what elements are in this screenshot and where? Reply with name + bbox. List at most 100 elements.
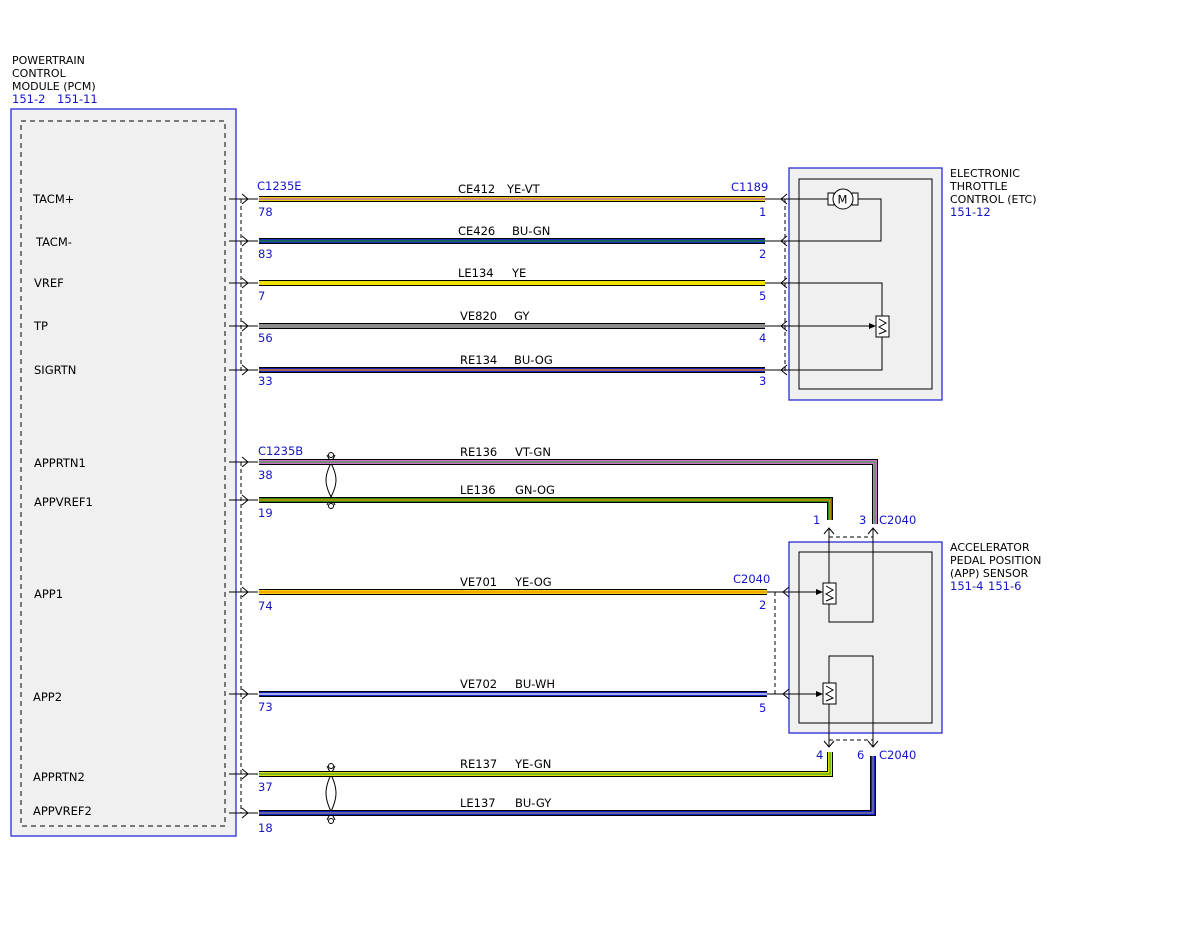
end-pin-number: 5 [759, 289, 766, 303]
etc-ref: 151-12 [950, 205, 991, 219]
pcm-arrow-icon [241, 494, 249, 506]
pcm-arrow-icon [241, 688, 249, 700]
app-ref-2: 151-6 [988, 579, 1021, 593]
pcm-arrow-icon [241, 277, 249, 289]
end-pin-number: 2 [759, 247, 766, 261]
pcm-pin-number: 7 [258, 289, 265, 303]
end-pin-number: 5 [759, 701, 766, 715]
wire-body [259, 460, 877, 524]
wire-outline [259, 459, 878, 524]
wire-color-label: BU-GN [512, 224, 550, 238]
wire-ve702: VE702 BU-WH 73 5 [229, 677, 790, 715]
wire-color-label: BU-WH [515, 677, 555, 691]
pcm-internal-dashed [20, 120, 226, 827]
pin-label-apprtn1: APPRTN1 [34, 456, 86, 470]
wire-color-label: VT-GN [515, 445, 551, 459]
pin-label-appvref1: APPVREF1 [34, 495, 93, 509]
wire-color-label: YE-OG [514, 575, 552, 589]
motor-symbol: M [838, 193, 848, 207]
etc-outline [788, 167, 943, 401]
pcm-pin-number: 18 [258, 821, 273, 835]
app-outline [788, 541, 943, 734]
wire-stripe [259, 499, 831, 520]
app-title-line-3: (APP) SENSOR [950, 567, 1029, 580]
pcm-arrow-icon [241, 364, 249, 376]
app2-potentiometer-icon [775, 655, 879, 748]
pcm-pin-number: 73 [258, 700, 273, 714]
circuit-label: LE134 [458, 266, 494, 280]
pcm-arrow-icon [241, 456, 249, 468]
pcm-pin-number: 33 [258, 374, 273, 388]
wire-re136: RE136 VT-GN 38 3 [229, 445, 878, 527]
pcm-pin-number: 19 [258, 506, 273, 520]
pcm-title-line-3: MODULE (PCM) [12, 80, 96, 93]
wire-stripe [259, 461, 876, 524]
pcm-outline [10, 108, 237, 837]
etc-title-line-1: ELECTRONIC [950, 167, 1020, 180]
wire-stripe [259, 752, 831, 775]
wire-color-label: GN-OG [515, 483, 555, 497]
circuit-label: VE702 [460, 677, 497, 691]
wire-color-label: BU-OG [514, 353, 553, 367]
circuit-label: LE137 [460, 796, 496, 810]
pin-label-appvref2: APPVREF2 [33, 804, 92, 818]
wire-color-label: YE-VT [506, 182, 541, 196]
end-arrow-icon [782, 688, 790, 700]
circuit-label: CE426 [458, 224, 495, 238]
circuit-label: VE820 [460, 309, 497, 323]
pin-label-sigrtn: SIGRTN [34, 363, 76, 377]
pcm-pin-number: 38 [258, 468, 273, 482]
pin-label-vref: VREF [34, 276, 64, 290]
end-arrow-icon [780, 235, 788, 247]
end-arrow-icon [780, 193, 788, 205]
wire-body [259, 756, 875, 815]
end-arrow-icon [780, 364, 788, 376]
end-pin-number: 3 [859, 513, 866, 527]
pin-label-app1: APP1 [34, 587, 63, 601]
etc-title-line-3: CONTROL (ETC) [950, 193, 1037, 206]
pcm-arrow-icon [241, 235, 249, 247]
pcm-arrow-icon [241, 807, 249, 819]
etc-module: ELECTRONIC THROTTLE CONTROL (ETC) 151-12… [731, 167, 1037, 401]
circuit-label: RE137 [460, 757, 497, 771]
app-sensor-module: ACCELERATOR PEDAL POSITION (APP) SENSOR … [733, 513, 1041, 762]
pin-label-tp: TP [33, 319, 48, 333]
end-pin-number: 4 [816, 748, 823, 762]
end-pin-number: 1 [813, 513, 820, 527]
pcm-pin-number: 74 [258, 599, 273, 613]
pcm-title-line-1: POWERTRAIN [12, 54, 85, 67]
wire-outline [259, 497, 833, 520]
wire-color-label: YE-GN [514, 757, 551, 771]
wire-color-label: GY [514, 309, 530, 323]
circuit-label: RE136 [460, 445, 497, 459]
pcm-arrow-icon [241, 320, 249, 332]
pcm-pin-number: 56 [258, 331, 273, 345]
end-arrow-icon [780, 277, 788, 289]
pin-label-app2: APP2 [33, 690, 62, 704]
app-ref-1: 151-4 [950, 579, 983, 593]
connector-c1189: C1189 [731, 180, 768, 194]
app-title-line-1: ACCELERATOR [950, 541, 1030, 554]
wire-stripe [259, 756, 874, 814]
pcm-ref-2: 151-11 [57, 92, 98, 106]
app-inner [798, 551, 933, 724]
pcm-module: POWERTRAIN CONTROL MODULE (PCM) 151-2 15… [10, 54, 237, 837]
pcm-pin-number: 78 [258, 205, 273, 219]
connector-c2040-side: C2040 [733, 572, 770, 586]
connector-c2040-top: C2040 [879, 513, 916, 527]
connector-c1235b: C1235B [258, 444, 303, 458]
etc-inner [798, 178, 933, 390]
connector-c1235e: C1235E [257, 179, 302, 193]
